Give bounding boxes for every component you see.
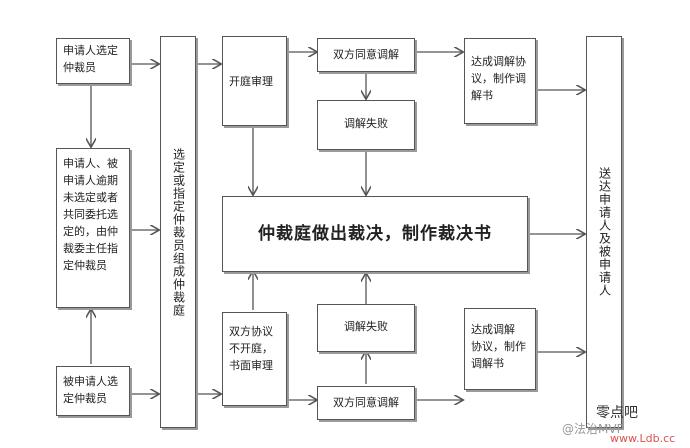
agreement-bottom-box: 达成调解 协议，制作 调解书 [464,308,536,390]
mediate-fail-bottom-box: 调解失败 [317,304,415,352]
logo-watermark: 零点吧 [596,405,638,421]
applicant-select-box: 申请人选定 仲裁员 [56,38,130,84]
respondent-select-box: 被申请人选 定仲裁员 [56,366,130,416]
deliver-box: 送达申请人及被申请人 [586,36,622,428]
url-watermark: www.Ldb.cc [610,432,676,445]
default-appoint-box: 申请人、被 申请人逾期 未选定或者 共同委托选 定的，由仲 裁委主任指 定仲裁员 [56,148,130,308]
mediate-top-box: 双方同意调解 [317,38,415,72]
handle-watermark: @法治MVP [562,422,624,436]
open-hearing-box: 开庭审理 [222,36,287,126]
form-tribunal-box: 选定或指定仲裁员组成仲裁庭 [160,36,196,428]
written-hearing-box: 双方协议 不开庭， 书面审理 [222,312,287,406]
mediate-fail-top-box: 调解失败 [317,100,415,150]
award-box: 仲裁庭做出裁决，制作裁决书 [222,196,528,272]
mediate-bottom-box: 双方同意调解 [317,386,415,420]
agreement-top-box: 达成调解协 议，制作调 解书 [464,38,536,124]
